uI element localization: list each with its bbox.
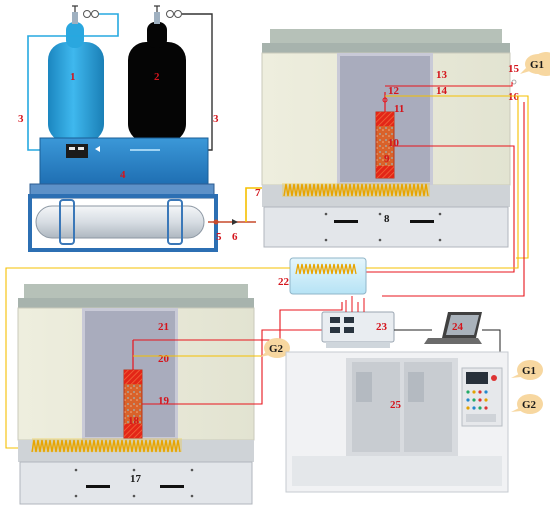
label-8: 8 xyxy=(384,213,390,225)
label-5: 5 xyxy=(216,231,222,243)
label-25: 25 xyxy=(390,399,402,411)
wire-14 xyxy=(385,95,529,259)
storage-tank-frame xyxy=(28,194,218,252)
label-18: 18 xyxy=(128,415,140,427)
label-19: 19 xyxy=(158,395,170,407)
outlet-valve xyxy=(208,219,256,225)
specimen-bottom xyxy=(123,340,143,439)
label-23: 23 xyxy=(376,321,388,333)
tag-g1-top: G1 xyxy=(530,59,544,71)
callout-g1-right xyxy=(511,360,543,380)
label-2: 2 xyxy=(154,71,160,83)
label-1: 1 xyxy=(70,71,76,83)
wire-13 xyxy=(385,82,513,87)
tag-g2-left: G2 xyxy=(269,343,284,355)
label-6: 6 xyxy=(232,231,238,243)
test-machine xyxy=(285,351,509,493)
heating-coil-bottom xyxy=(31,438,182,453)
label-7: 7 xyxy=(255,187,261,199)
label-13: 13 xyxy=(436,69,448,81)
wire-16 xyxy=(382,102,525,297)
gas-mixing-cabinet xyxy=(29,137,215,199)
label-4: 4 xyxy=(120,169,126,181)
laptop xyxy=(424,312,482,344)
label-20: 20 xyxy=(158,353,170,365)
label-12: 12 xyxy=(388,85,400,97)
label-16: 16 xyxy=(508,91,520,103)
label-17: 17 xyxy=(130,473,142,485)
wire-19 xyxy=(142,329,322,405)
label-15: 15 xyxy=(508,63,520,75)
gas-cylinder-2 xyxy=(128,12,186,142)
tag-g1-right: G1 xyxy=(522,365,536,377)
callout-g2-right xyxy=(511,394,543,414)
label-11: 11 xyxy=(394,103,404,115)
label-24: 24 xyxy=(452,321,464,333)
regulator-2 xyxy=(154,5,182,18)
gas-pipe-black xyxy=(182,13,213,151)
machine-buttons xyxy=(466,390,488,410)
heating-coil-top xyxy=(282,183,430,197)
label-3-right: 3 xyxy=(213,113,219,125)
callout-g2-left xyxy=(260,338,290,358)
specimen-top xyxy=(375,92,395,179)
label-22: 22 xyxy=(278,276,290,288)
regulator-1 xyxy=(72,5,99,18)
label-3-left: 3 xyxy=(18,113,24,125)
wire-21 xyxy=(133,302,343,341)
water-bath xyxy=(289,257,367,295)
label-21: 21 xyxy=(158,321,169,333)
label-14: 14 xyxy=(436,85,448,97)
wire-10 xyxy=(358,145,515,273)
label-10: 10 xyxy=(388,137,400,149)
data-logger xyxy=(321,296,395,348)
tag-g2-right: G2 xyxy=(522,399,537,411)
cable-laptop-machine xyxy=(482,329,501,352)
label-9: 9 xyxy=(384,153,390,165)
wire-yellow-loop xyxy=(366,96,519,269)
gas-cylinder-1 xyxy=(48,12,104,142)
gas-pipe-blue xyxy=(27,13,119,151)
furnace-top xyxy=(261,29,511,248)
callout-g1-top xyxy=(520,52,550,77)
